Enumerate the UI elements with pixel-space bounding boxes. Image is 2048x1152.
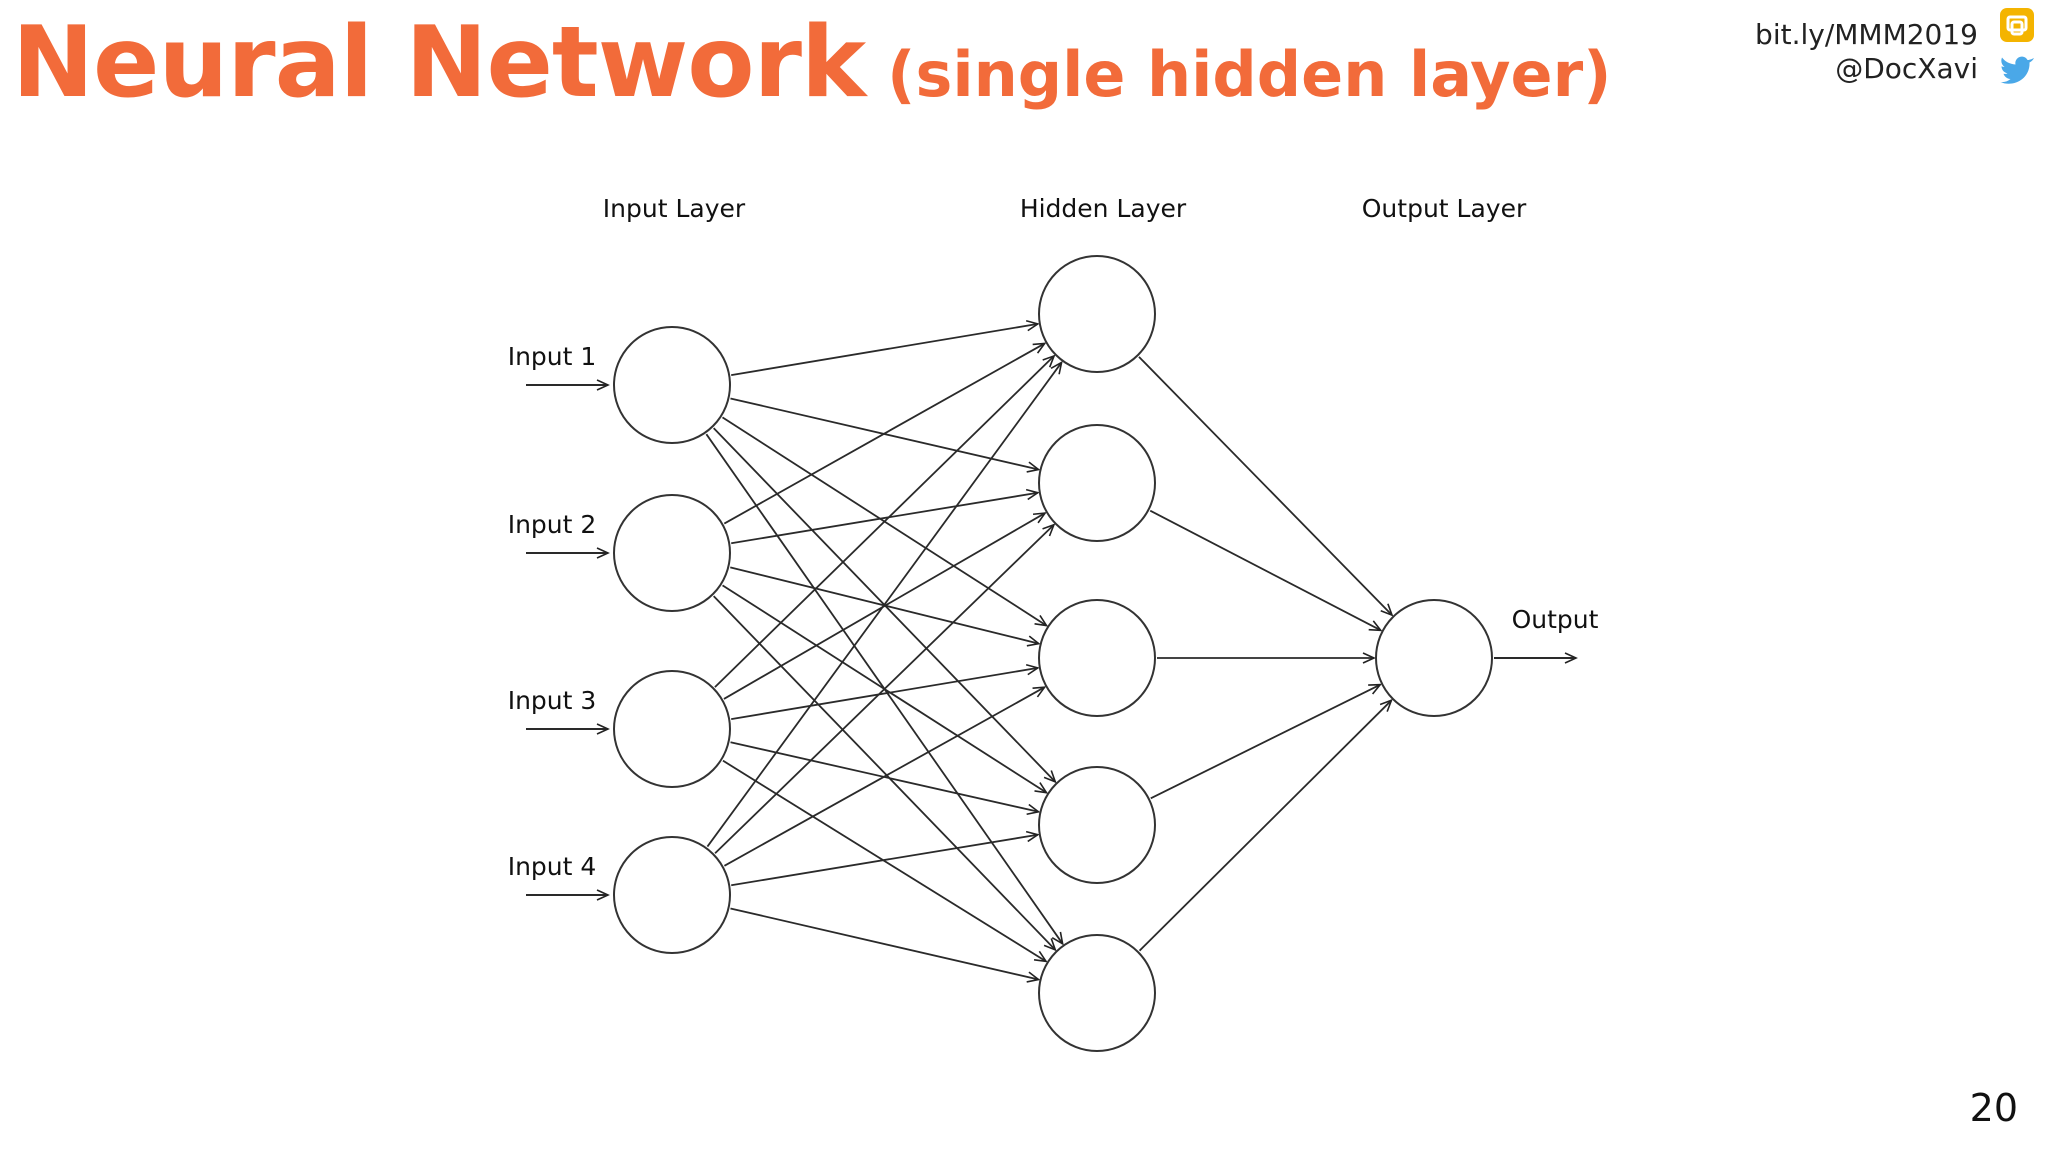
credits: bit.ly/MMM2019 @DocXavi (1755, 18, 1978, 86)
edge-input2-hidden5 (713, 595, 1057, 952)
edge-hidden5-output (1138, 698, 1393, 952)
input-label-3: Input 3 (508, 686, 597, 715)
nodes (613, 255, 1493, 1052)
edge-input4-hidden4 (731, 830, 1040, 887)
slide-title: Neural Network (single hidden layer) (12, 6, 1612, 120)
edge-input4-hidden1 (706, 360, 1063, 848)
link-text: bit.ly/MMM2019 (1755, 18, 1978, 51)
input-label-2: Input 2 (508, 510, 597, 539)
edge-input3-hidden1 (714, 354, 1056, 688)
title-main: Neural Network (12, 6, 866, 120)
output-label: Output (1512, 605, 1599, 634)
title-subtitle: (single hidden layer) (887, 38, 1612, 111)
edge-input1-hidden1 (731, 319, 1040, 377)
edge-input2-hidden2 (731, 488, 1040, 545)
input-label-4: Input 4 (508, 852, 597, 881)
input-labels: Input 1 Input 2 Input 3 Input 4 (508, 342, 597, 881)
hidden-node-4 (1038, 766, 1156, 884)
edge-input4-hidden2 (714, 523, 1056, 854)
input-node-1 (613, 326, 731, 444)
edge-hidden1-output (1138, 356, 1394, 617)
edge-input4-hidden5 (730, 907, 1041, 983)
input-node-4 (613, 836, 731, 954)
hidden-node-3 (1038, 599, 1156, 717)
hidden-layer-label: Hidden Layer (1020, 194, 1187, 223)
edge-input3-hidden3 (731, 663, 1040, 721)
handle-text: @DocXavi (1835, 52, 1978, 85)
input-label-1: Input 1 (508, 342, 597, 371)
edge-input3-hidden5 (722, 759, 1048, 963)
input-node-3 (613, 670, 731, 788)
hidden-node-2 (1038, 424, 1156, 542)
output-layer-label: Output Layer (1362, 194, 1527, 223)
input-layer-label: Input Layer (603, 194, 746, 223)
connections (526, 319, 1578, 983)
page-number: 20 (1969, 1086, 2018, 1130)
input-node-2 (613, 494, 731, 612)
edge-hidden4-output (1150, 683, 1382, 800)
slides-icon (2000, 8, 2034, 42)
output-node (1375, 599, 1493, 717)
edge-input2-hidden1 (723, 342, 1047, 525)
twitter-bird-icon (2000, 54, 2036, 84)
edge-hidden2-output (1149, 509, 1383, 632)
hidden-node-5 (1038, 934, 1156, 1052)
edge-input4-hidden3 (723, 686, 1047, 867)
hidden-node-1 (1038, 255, 1156, 373)
